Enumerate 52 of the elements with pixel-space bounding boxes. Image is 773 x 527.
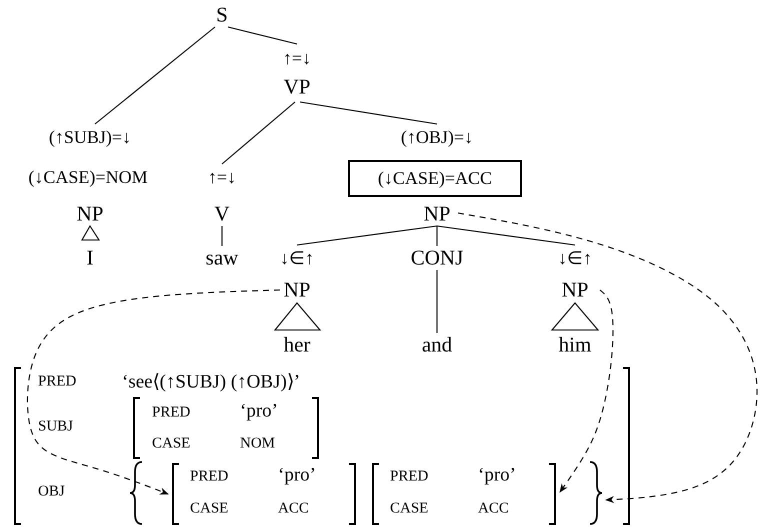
word: saw — [206, 248, 238, 268]
category-label: NP — [284, 280, 310, 300]
dashed-arrow — [559, 290, 614, 493]
dashed-arrow — [458, 212, 758, 504]
attribute-name: CASE — [190, 502, 228, 516]
branch-line — [300, 101, 438, 125]
attribute-name: CASE — [152, 436, 190, 452]
word: him — [558, 334, 592, 356]
category-label: CONJ — [410, 248, 464, 268]
category-label: V — [214, 204, 230, 224]
annotation: (↑OBJ)=↓ — [400, 128, 474, 146]
category-label: NP — [76, 204, 104, 224]
branch-line — [228, 26, 298, 45]
attribute-value: ‘see⟨(↑SUBJ) (↑OBJ)⟩’ — [122, 372, 300, 392]
word: her — [284, 334, 310, 356]
boxed-annotation: (↓CASE)=ACC — [348, 160, 522, 197]
annotation: ↑=↓ — [208, 168, 236, 186]
branch-line — [94, 26, 216, 124]
attribute-name: CASE — [390, 502, 428, 516]
attribute-name: PRED — [190, 470, 228, 484]
attribute-value: NOM — [240, 436, 276, 452]
word: and — [422, 334, 452, 356]
branch-line — [436, 226, 438, 246]
attribute-value: ACC — [278, 502, 309, 516]
annotation: (↓CASE)=NOM — [28, 168, 148, 186]
word: I — [86, 248, 94, 268]
attribute-name: PRED — [152, 406, 190, 420]
attribute-value: ACC — [478, 502, 509, 516]
attribute-value: ‘pro’ — [478, 466, 516, 484]
triangle-branch — [81, 224, 100, 241]
branch-line — [222, 102, 296, 164]
category-label: NP — [562, 280, 588, 300]
attribute-name: SUBJ — [38, 420, 74, 434]
annotation: (↑SUBJ)=↓ — [48, 128, 132, 146]
category-label: NP — [424, 204, 450, 224]
branch-line — [436, 225, 576, 246]
attribute-name: PRED — [38, 374, 76, 390]
annotation: ↑=↓ — [282, 49, 312, 67]
attribute-value: ‘pro’ — [240, 402, 278, 420]
triangle-branch — [274, 302, 322, 331]
branch-line — [436, 270, 438, 333]
annotation: ↓∈↑ — [280, 249, 314, 267]
category-label: VP — [284, 76, 310, 98]
attribute-name: OBJ — [38, 484, 65, 500]
branch-line — [296, 225, 438, 246]
category-label: S — [216, 4, 228, 26]
attribute-name: PRED — [390, 470, 428, 484]
dashed-arrow — [26, 289, 280, 495]
branch-line — [221, 226, 223, 246]
attribute-value: ‘pro’ — [278, 466, 316, 484]
triangle-branch — [550, 302, 600, 331]
annotation: ↓∈↑ — [558, 249, 592, 267]
